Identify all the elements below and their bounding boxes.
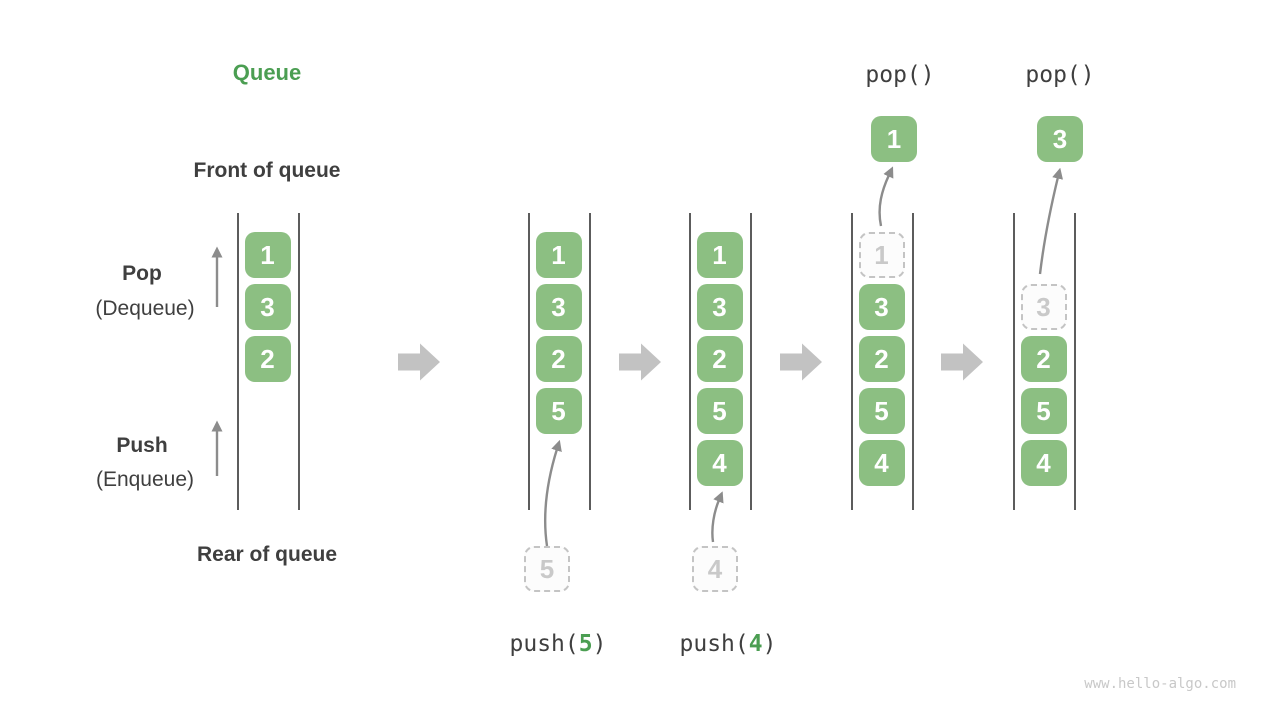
push-4-arg: 4 — [748, 631, 763, 657]
queue-rail-left — [237, 213, 239, 510]
diagram-title: Queue — [232, 60, 302, 85]
push-5-prefix: push( — [509, 631, 579, 657]
push-5-arg: 5 — [578, 631, 593, 657]
incoming-dashed-box: 5 — [524, 546, 570, 592]
dequeued-dashed-box: 3 — [1020, 284, 1067, 330]
queue-rail-right — [750, 213, 752, 510]
queue-box: 3 — [244, 284, 291, 330]
queue-rail-left — [851, 213, 853, 510]
queue-rail-left — [689, 213, 691, 510]
push-label: Push — [116, 434, 168, 457]
queue-box: 4 — [1020, 440, 1067, 486]
pop-1-arrow-icon — [878, 166, 894, 227]
popped-box: 1 — [871, 116, 917, 162]
queue-box: 5 — [535, 388, 582, 434]
queue-box: 1 — [696, 232, 743, 278]
queue-box: 3 — [696, 284, 743, 330]
queue-rail-left — [1013, 213, 1015, 510]
pop-label: Pop — [122, 262, 162, 285]
pop-op-label-2: pop() — [1025, 62, 1095, 88]
queue-rail-right — [1074, 213, 1076, 510]
push-5-suffix: ) — [592, 631, 607, 657]
next-state-arrow-icon — [780, 343, 822, 381]
queue-box: 4 — [858, 440, 905, 486]
watermark: www.hello-algo.com — [1084, 676, 1236, 692]
queue-box: 3 — [858, 284, 905, 330]
queue-rail-right — [298, 213, 300, 510]
queue-box: 5 — [858, 388, 905, 434]
dequeued-dashed-box: 1 — [858, 232, 905, 278]
queue-box: 1 — [535, 232, 582, 278]
queue-box: 4 — [696, 440, 743, 486]
queue-box: 2 — [696, 336, 743, 382]
push-4-arrow-icon — [711, 491, 724, 543]
dequeue-label: (Dequeue) — [95, 297, 195, 320]
rear-of-queue-label: Rear of queue — [196, 543, 338, 566]
pop-3-arrow-icon — [1038, 167, 1063, 275]
queue-rail-right — [589, 213, 591, 510]
next-state-arrow-icon — [398, 343, 440, 381]
enqueue-label: (Enqueue) — [95, 468, 195, 491]
pop-op-label-1: pop() — [865, 62, 935, 88]
queue-rail-left — [528, 213, 530, 510]
incoming-dashed-box: 4 — [692, 546, 738, 592]
queue-box: 3 — [535, 284, 582, 330]
queue-rail-right — [912, 213, 914, 510]
push-5-op-label: push(5) — [458, 631, 658, 657]
front-of-queue-label: Front of queue — [193, 159, 341, 182]
queue-box: 2 — [535, 336, 582, 382]
next-state-arrow-icon — [619, 343, 661, 381]
queue-box: 5 — [696, 388, 743, 434]
push-4-suffix: ) — [762, 631, 777, 657]
next-state-arrow-icon — [941, 343, 983, 381]
push-4-prefix: push( — [679, 631, 749, 657]
popped-box: 3 — [1037, 116, 1083, 162]
queue-box: 2 — [244, 336, 291, 382]
queue-box: 5 — [1020, 388, 1067, 434]
push-5-arrow-icon — [544, 439, 562, 547]
push-4-op-label: push(4) — [628, 631, 828, 657]
queue-box: 2 — [858, 336, 905, 382]
queue-box: 1 — [244, 232, 291, 278]
queue-box: 2 — [1020, 336, 1067, 382]
